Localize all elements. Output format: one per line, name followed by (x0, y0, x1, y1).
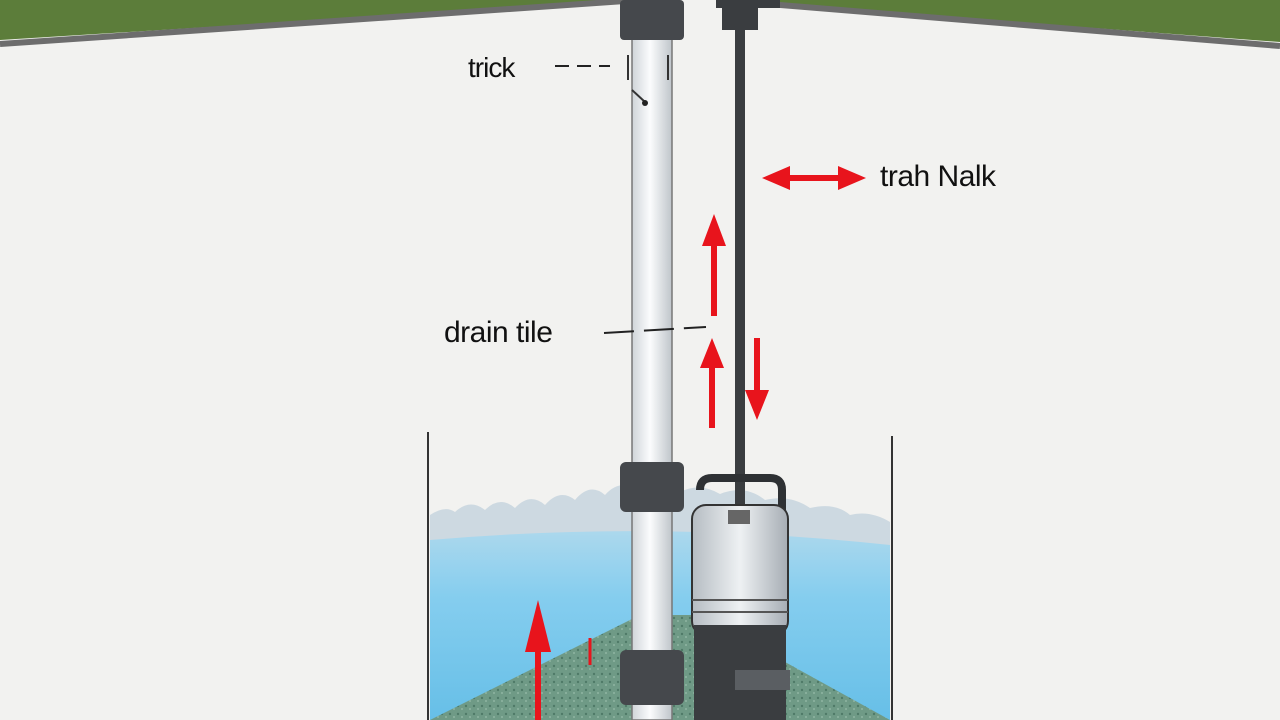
double-arrow-icon (762, 166, 866, 190)
sump-pump (691, 474, 790, 720)
valve-marker (627, 55, 669, 106)
arrow-down-icon (745, 338, 769, 420)
sump-pit (427, 432, 893, 720)
arrow-up-icon (525, 600, 551, 720)
label-drain-tile: drain tile (444, 316, 553, 349)
label-top: trick (468, 52, 515, 83)
discharge-pipe (620, 0, 684, 720)
arrow-up-icon (700, 338, 724, 428)
float-rod (716, 0, 780, 510)
leader-line-middle (603, 326, 707, 334)
arrow-up-icon (702, 214, 726, 316)
ground-surface (0, 0, 1280, 49)
label-right: trah Nalk (880, 160, 996, 193)
